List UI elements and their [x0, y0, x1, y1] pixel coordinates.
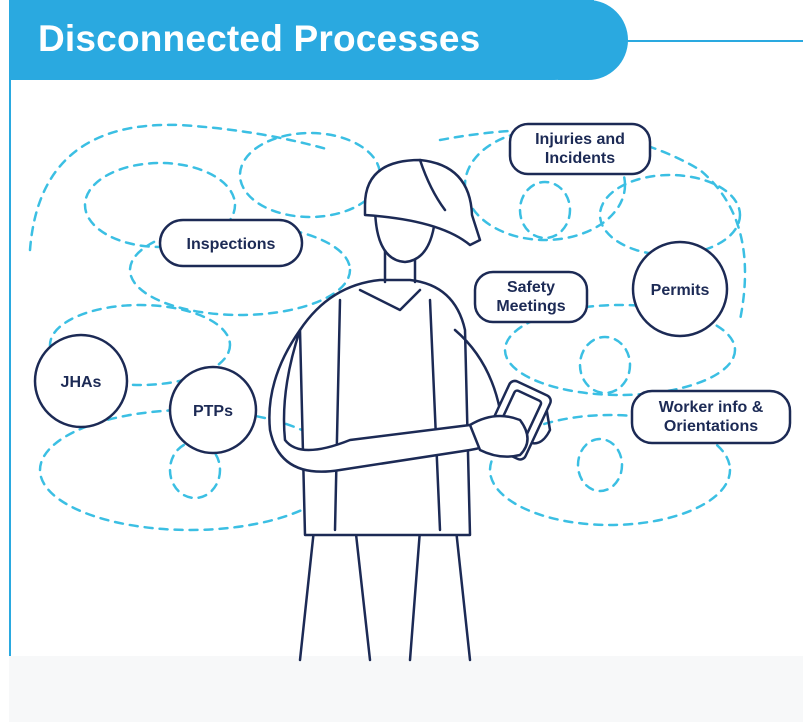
label-jhas: JHAs [33, 333, 129, 429]
dashed-loop [576, 437, 624, 493]
label-safety-line2: Meetings [496, 298, 565, 315]
label-ptps-text: PTPs [193, 403, 233, 420]
label-jhas-text: JHAs [61, 374, 102, 391]
label-injuries-line1: Injuries and [535, 131, 625, 148]
label-permits: Permits [631, 240, 729, 338]
dashed-connections [28, 123, 747, 532]
label-inspections-text: Inspections [187, 236, 276, 253]
label-inspections: Inspections [158, 218, 304, 268]
dashed-loop [488, 413, 732, 527]
dashed-loop [503, 303, 737, 397]
label-injuries-line2: Incidents [545, 150, 615, 167]
dashed-loop [438, 128, 747, 322]
bottom-strip [9, 656, 803, 722]
title-divider [600, 40, 803, 42]
page-title: Disconnected Processes [38, 18, 481, 59]
label-permits-text: Permits [651, 282, 710, 299]
dashed-loop [48, 303, 232, 387]
label-ptps: PTPs [168, 365, 258, 455]
label-safety-line1: Safety [507, 279, 555, 296]
label-worker-info: Worker info & Orientations [630, 389, 792, 445]
label-worker-line2: Orientations [664, 418, 758, 435]
dashed-loop [28, 123, 332, 252]
dashed-loop [598, 173, 742, 257]
dashed-loop [578, 335, 632, 395]
worker-hardhat-tablet-icon [268, 158, 552, 662]
label-injuries-incidents: Injuries and Incidents [508, 122, 652, 176]
dashed-loop [518, 180, 572, 240]
label-worker-line1: Worker info & [659, 399, 764, 416]
left-border [9, 78, 11, 658]
label-safety-meetings: Safety Meetings [473, 270, 589, 324]
